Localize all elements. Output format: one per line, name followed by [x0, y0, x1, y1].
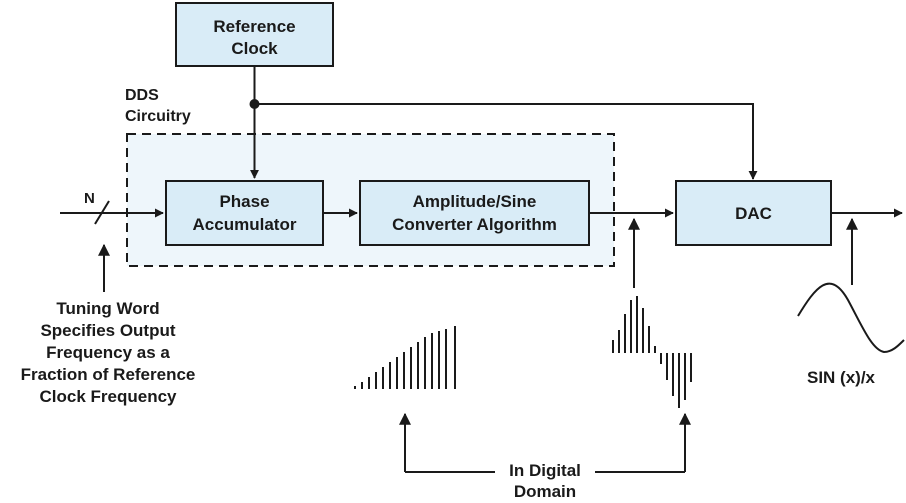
amplitude-converter-line2: Converter Algorithm — [392, 215, 557, 234]
phase-accumulator-line2: Accumulator — [193, 215, 297, 234]
amplitude-converter-block: Amplitude/Sine Converter Algorithm — [359, 180, 590, 246]
bus-width-label: N — [84, 190, 95, 207]
dds-label-line1: DDS — [125, 87, 159, 104]
dac-block: DAC — [675, 180, 832, 246]
sampled-sine-samples — [612, 296, 692, 408]
reference-clock-line2: Clock — [231, 39, 278, 58]
phase-accumulator-line1: Phase — [219, 192, 269, 211]
phase-accumulator-block: Phase Accumulator — [165, 180, 324, 246]
tuning-word-line3: Frequency as a — [46, 343, 170, 362]
clock-to-dac-arrow — [254, 103, 758, 180]
tuning-word-line4: Fraction of Reference — [21, 365, 196, 384]
digital-domain-line2: Domain — [514, 482, 576, 501]
reference-clock-block: Reference Clock — [175, 2, 334, 67]
dds-label-line2: Circuitry — [125, 108, 191, 125]
dac-label: DAC — [735, 204, 772, 223]
tuning-word-line2: Specifies Output — [40, 321, 175, 340]
phase-ramp-samples — [354, 326, 456, 389]
reference-clock-line1: Reference — [213, 17, 295, 36]
tuning-word-description: Tuning Word Specifies Output Frequency a… — [21, 299, 196, 406]
tuning-word-line5: Clock Frequency — [40, 387, 178, 406]
sinx-label: SIN (x)/x — [807, 368, 876, 387]
digital-domain-line1: In Digital — [509, 461, 581, 480]
analog-sine-wave — [797, 282, 905, 354]
tuning-word-line1: Tuning Word — [56, 299, 159, 318]
amplitude-converter-line1: Amplitude/Sine — [413, 192, 537, 211]
bus-slash — [94, 200, 110, 225]
